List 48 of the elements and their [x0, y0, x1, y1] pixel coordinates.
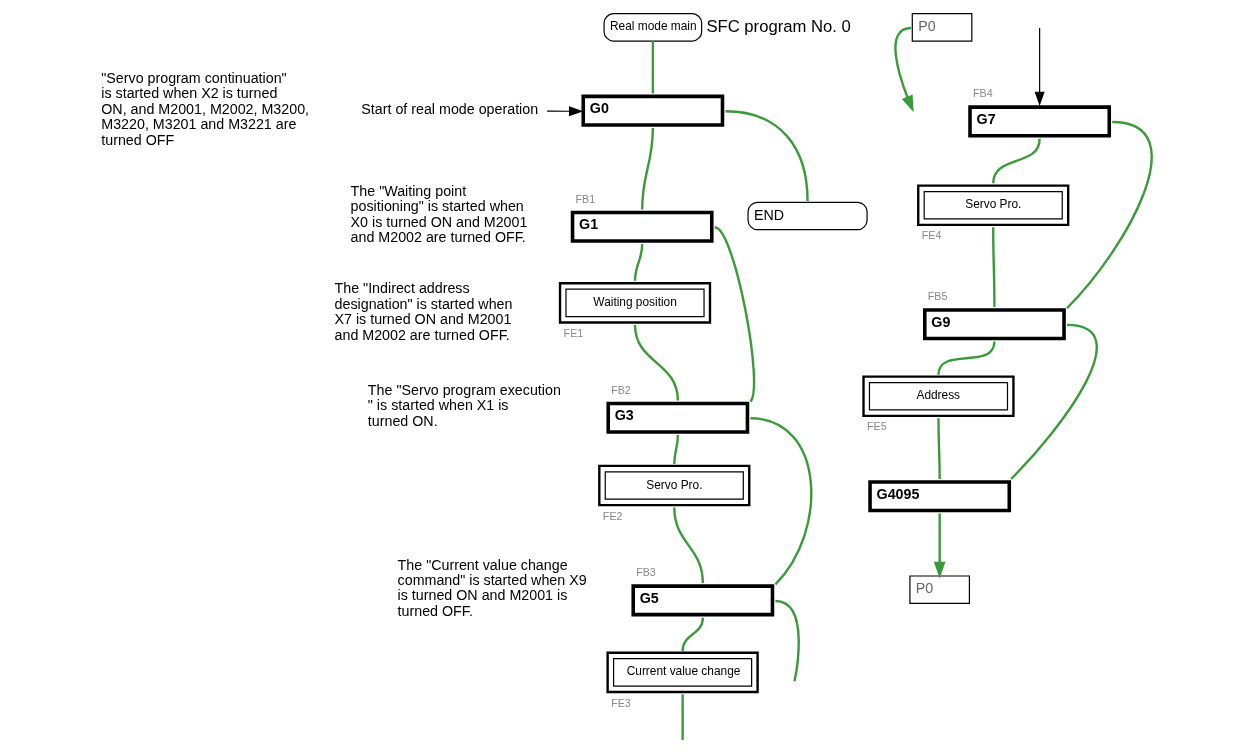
arrow: [1034, 27, 1045, 106]
connector: [680, 617, 704, 652]
connector: [680, 694, 684, 741]
connector: [672, 434, 679, 465]
node-label: FB1: [575, 192, 595, 205]
label: The "Current value change command" is started when X9 is turned ON and M2001 is turned OFF.: [397, 556, 587, 619]
connector: [633, 324, 679, 401]
arrow: [893, 26, 914, 113]
label: The "Waiting point positioning" is started when X0 is turned ON and M2001 and M2002 are turned OFF.: [350, 182, 527, 246]
label: The "Servo program execution " is started when X1 is turned ON.: [367, 381, 561, 429]
connector: [991, 138, 1041, 184]
connector: [774, 599, 800, 682]
node-label: FB2: [610, 383, 631, 396]
connector: [991, 227, 996, 308]
arrow: [933, 513, 945, 579]
node-label: FE1: [563, 327, 583, 340]
node-label: FB4: [972, 87, 993, 100]
node-label: FE5: [866, 420, 887, 433]
arrow: [545, 106, 583, 117]
node-label: FE4: [921, 229, 941, 242]
connector: [640, 127, 654, 210]
connector: [651, 40, 654, 94]
connector: [936, 341, 996, 376]
connector: [713, 226, 755, 403]
label: "Servo program continuation" is started when X2 is turned ON, and M2001, M2002, M3200, M3220, M3201 and M3221 are turned OFF: [100, 69, 309, 148]
node-box: Servo Pro.: [597, 464, 750, 507]
connector: [724, 110, 809, 202]
label: The "Indirect address designation" is started when X7 is turned ON and M2001 and M2002 are turned OFF.: [334, 280, 512, 343]
node-label: FB5: [927, 290, 947, 303]
node-box: END: [746, 201, 868, 231]
node-label: FB3: [635, 566, 656, 579]
node-box: P0: [911, 13, 972, 42]
connector: [936, 418, 941, 479]
node-label: SFC program No. 0: [705, 16, 851, 36]
node-text: Start of real mode operation: [360, 100, 538, 117]
node-box: Address: [861, 375, 1015, 418]
node-box: P0: [908, 575, 970, 604]
node-label: FE2: [602, 509, 623, 522]
node-box: Servo Pro.: [916, 184, 1069, 227]
node-box: Waiting position: [558, 282, 711, 324]
connector: [672, 507, 704, 584]
connector: [1065, 120, 1153, 310]
node-label: FE3: [610, 696, 631, 709]
connector: [749, 417, 812, 586]
node-box: Current value change: [605, 651, 759, 694]
connector: [1009, 323, 1097, 480]
node-box: Real mode main: [602, 13, 702, 42]
connector: [633, 243, 643, 281]
